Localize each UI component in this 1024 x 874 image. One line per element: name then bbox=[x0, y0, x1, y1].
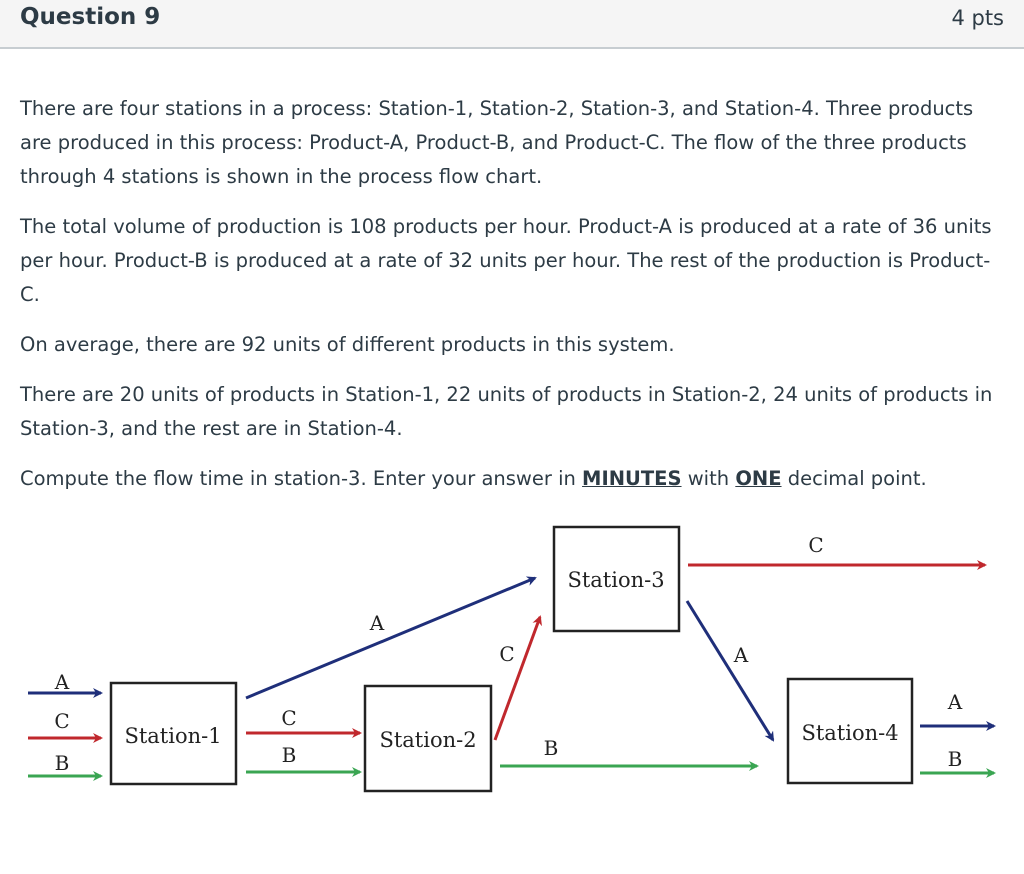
question-header: Question 9 4 pts bbox=[0, 0, 1024, 49]
question-body: There are four stations in a process: St… bbox=[20, 92, 1010, 512]
output-label-a: A bbox=[947, 690, 963, 714]
paragraph-1: There are four stations in a process: St… bbox=[20, 97, 974, 188]
instruction-text: Compute the flow time in station-3. Ente… bbox=[20, 467, 583, 490]
input-label-b: B bbox=[55, 751, 70, 775]
station-3: Station-3 bbox=[552, 525, 681, 633]
station-1: Station-1 bbox=[109, 681, 238, 786]
flow-c-s2-to-s3 bbox=[493, 615, 542, 741]
flow-c-label-2: C bbox=[499, 642, 514, 666]
process-flow-chart: Station-1 Station-2 Station-3 Station-4 … bbox=[28, 525, 996, 793]
output-label-b: B bbox=[948, 747, 963, 771]
flow-a-s1-to-s3 bbox=[245, 576, 537, 700]
paragraph-3: On average, there are 92 units of differ… bbox=[20, 333, 675, 356]
paragraph-4: There are 20 units of products in Statio… bbox=[20, 383, 993, 440]
input-label-a: A bbox=[54, 670, 70, 694]
with-text: with bbox=[681, 467, 736, 490]
paragraph-2: The total volume of production is 108 pr… bbox=[20, 215, 992, 306]
flow-a-label-2: A bbox=[733, 643, 749, 667]
station-1-label: Station-1 bbox=[124, 724, 221, 748]
decimal-text: decimal point. bbox=[781, 467, 927, 490]
station-4-label: Station-4 bbox=[801, 721, 898, 745]
flow-b-label-1: B bbox=[282, 743, 297, 767]
flow-b-label-2: B bbox=[544, 736, 559, 760]
flow-c-label-1: C bbox=[281, 706, 296, 730]
paragraph-5: Compute the flow time in station-3. Ente… bbox=[20, 462, 1010, 496]
one-emphasis: ONE bbox=[735, 467, 782, 490]
station-2-label: Station-2 bbox=[379, 728, 476, 752]
station-3-label: Station-3 bbox=[567, 568, 664, 592]
flow-a-s3-to-s4 bbox=[685, 600, 775, 742]
question-title: Question 9 bbox=[20, 4, 161, 30]
question-points: 4 pts bbox=[951, 6, 1004, 30]
input-label-c: C bbox=[54, 709, 69, 733]
station-2: Station-2 bbox=[363, 684, 493, 793]
station-4: Station-4 bbox=[786, 677, 914, 785]
minutes-emphasis: MINUTES bbox=[582, 467, 682, 490]
flow-a-label-1: A bbox=[369, 611, 385, 635]
flow-c-label-3: C bbox=[808, 533, 823, 557]
